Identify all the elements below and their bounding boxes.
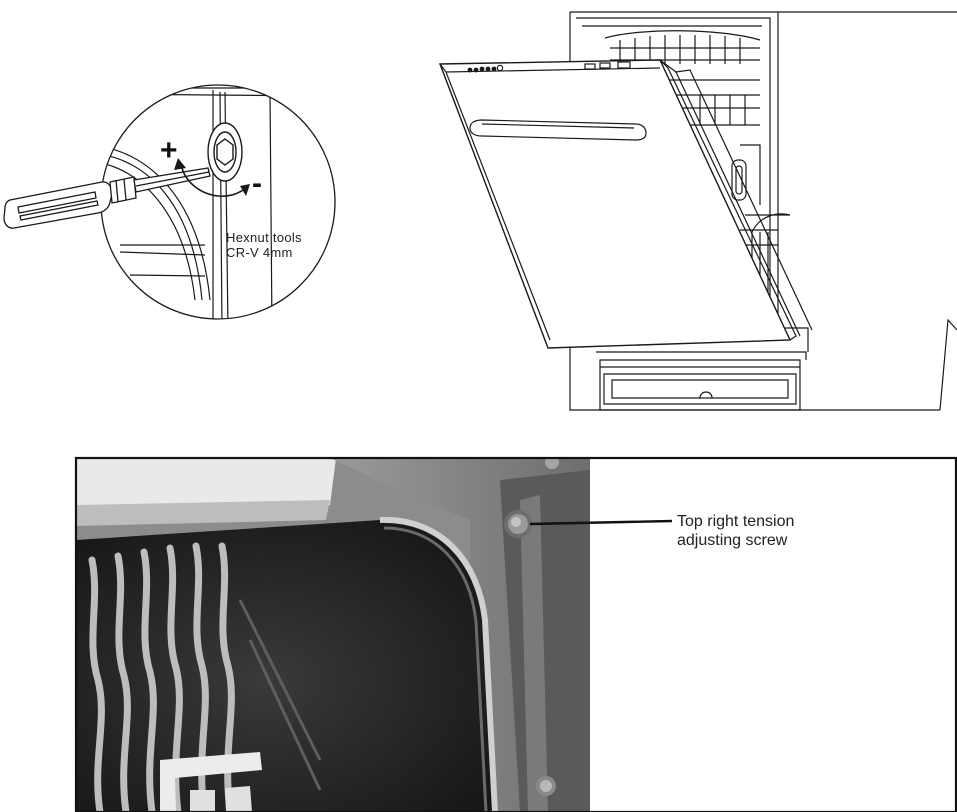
- tension-screw: [504, 510, 532, 538]
- dishwasher-illustration: [438, 11, 957, 411]
- kick-plate: [599, 359, 801, 411]
- callout-line1: Top right tension: [677, 513, 795, 530]
- tool-label-line2: CR-V 4mm: [226, 245, 293, 260]
- screwdriver: [3, 167, 211, 229]
- tool-label-line1: Hexnut tools: [226, 230, 302, 245]
- callout-line2: adjusting screw: [677, 532, 788, 549]
- callout-label: Top right tension adjusting screw: [677, 512, 794, 550]
- photo-frame: [74, 456, 957, 812]
- rotation-arrow: [174, 158, 250, 197]
- callout-leader-line: [529, 519, 673, 526]
- dishwasher-door: [438, 59, 813, 349]
- door-handle: [469, 119, 647, 141]
- tension-screw-photo: [74, 456, 957, 812]
- plus-sign: +: [160, 134, 178, 167]
- inset-circle: [100, 84, 336, 320]
- hex-nut: [207, 122, 243, 182]
- tool-label: Hexnut tools CR-V 4mm: [226, 230, 302, 260]
- minus-sign: -: [252, 167, 262, 200]
- detail-inset: + -: [3, 84, 336, 320]
